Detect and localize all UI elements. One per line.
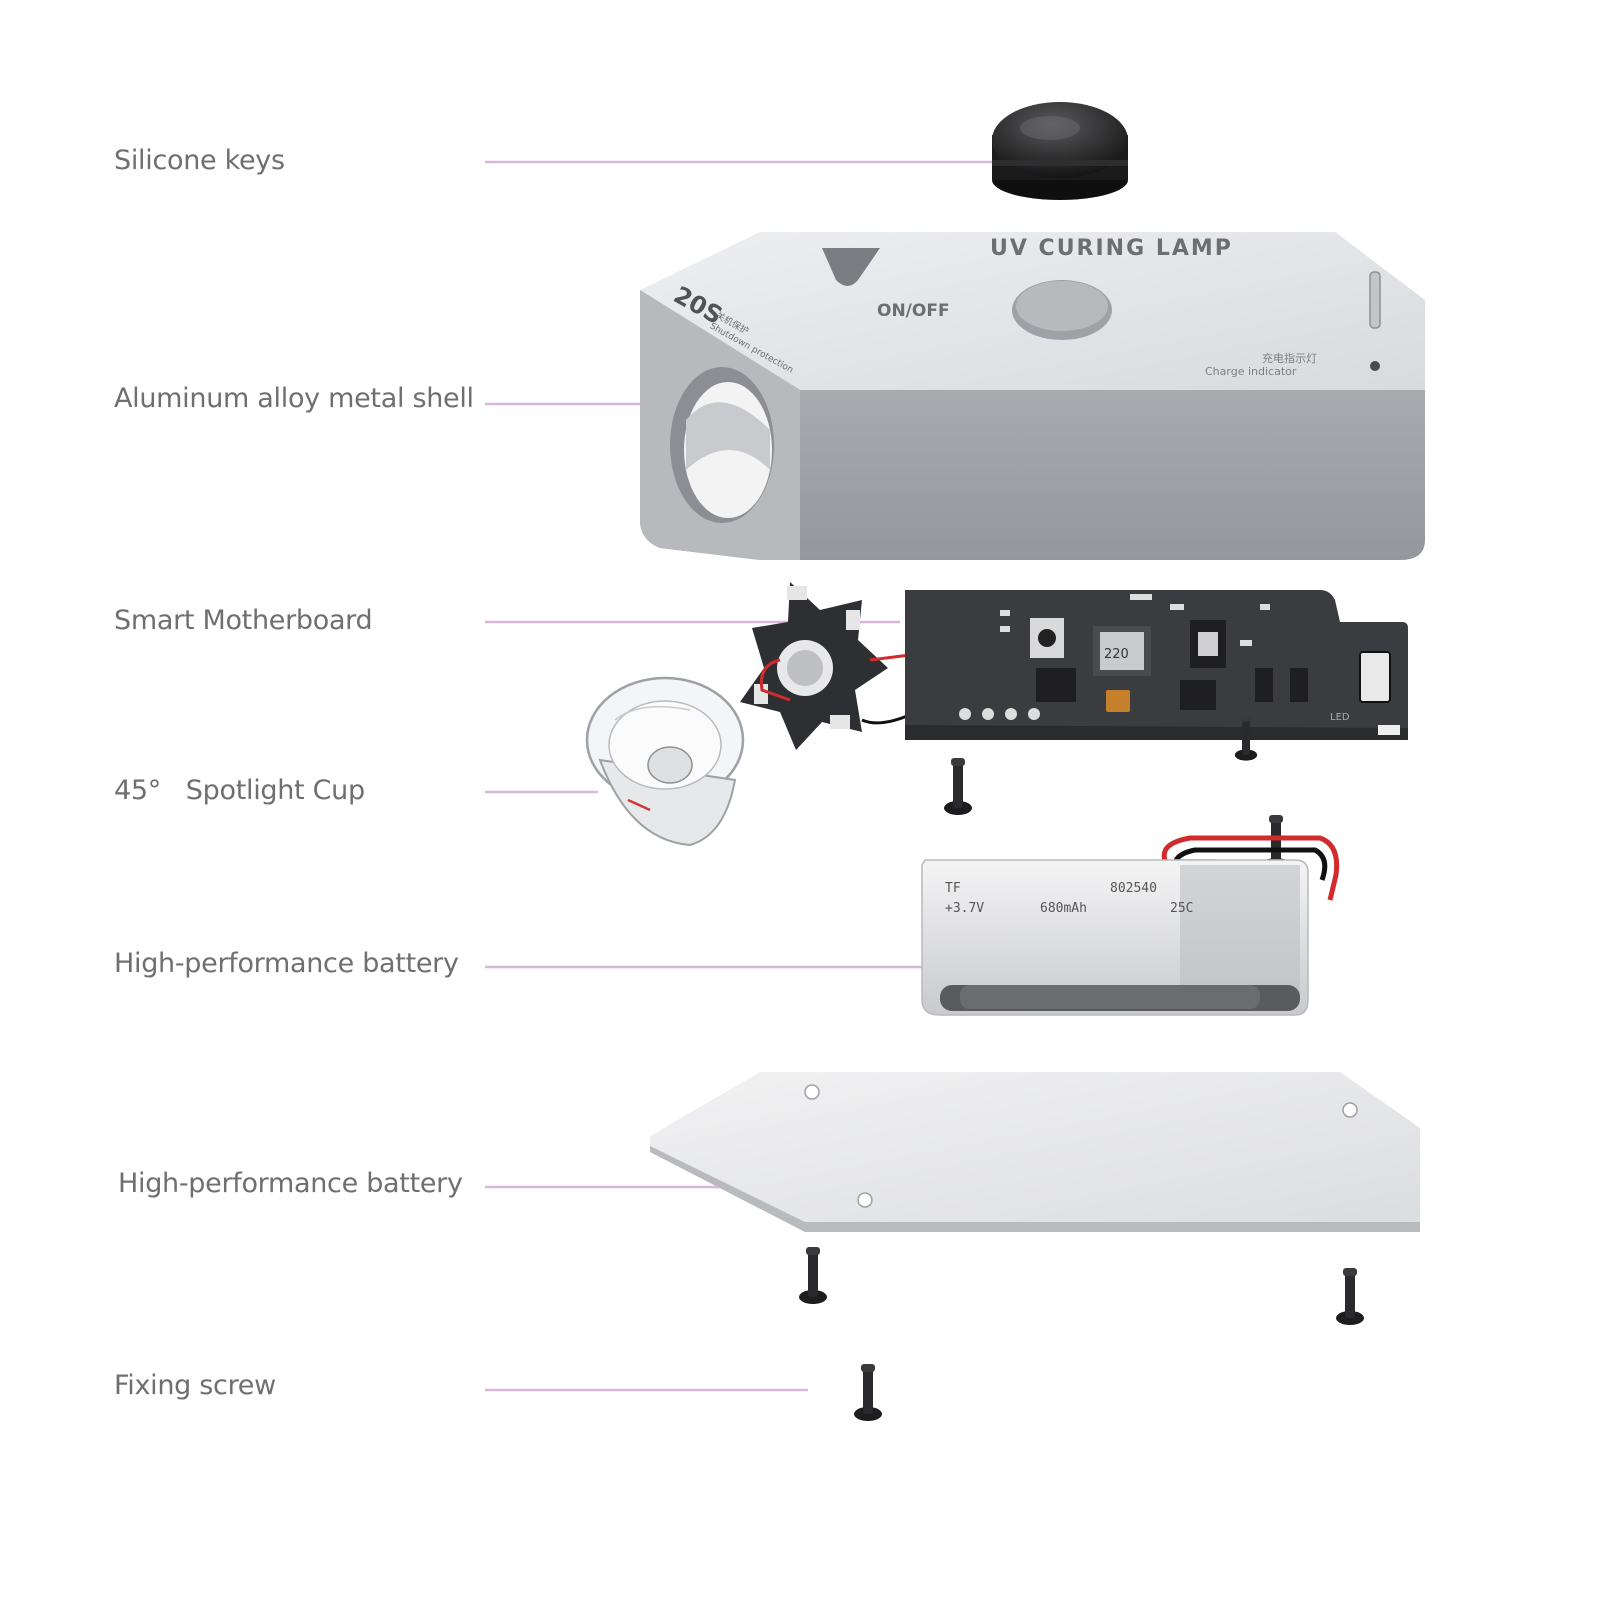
shell-on-off: ON/OFF: [877, 301, 950, 321]
label-silicone-keys: Silicone keys: [114, 145, 285, 176]
battery-rate: 25C: [1170, 901, 1193, 916]
label-battery: High-performance battery: [114, 948, 459, 979]
inductor-marking: 220: [1104, 647, 1129, 662]
silicone-key: [992, 102, 1128, 200]
spotlight-cup: [585, 676, 745, 847]
pcb-led-marking: LED: [1330, 712, 1350, 723]
label-spotlight-cup: 45° Spotlight Cup: [114, 775, 365, 806]
battery-code: 802540: [1110, 881, 1157, 896]
shell-charge-cn: 充电指示灯: [1262, 351, 1317, 365]
label-metal-shell: Aluminum alloy metal shell: [114, 383, 474, 414]
label-bottom-plate: High-performance battery: [118, 1168, 463, 1199]
battery-capacity: 680mAh: [1040, 901, 1087, 916]
bottom-plate: [650, 1072, 1420, 1232]
led-star-board: [740, 582, 913, 750]
battery-brand: TF: [945, 881, 961, 896]
plate-screw-left: [799, 1247, 827, 1304]
pcb-screw-left: [944, 758, 972, 815]
battery-voltage: +3.7V: [945, 901, 984, 916]
label-motherboard: Smart Motherboard: [114, 605, 373, 636]
label-fixing-screw: Fixing screw: [114, 1370, 276, 1401]
battery: TF 802540 +3.7V 680mAh 25C: [921, 835, 1340, 1016]
shell-charge-en: Charge indicator: [1205, 365, 1297, 378]
motherboard: 220 LED: [905, 590, 1408, 740]
shell-title: UV CURING LAMP: [990, 236, 1233, 261]
plate-screw-right: [1336, 1268, 1364, 1325]
fixing-screw: [854, 1364, 882, 1421]
aluminum-shell: UV CURING LAMP ON/OFF 20S 关机保护 Shutdown …: [640, 232, 1425, 560]
